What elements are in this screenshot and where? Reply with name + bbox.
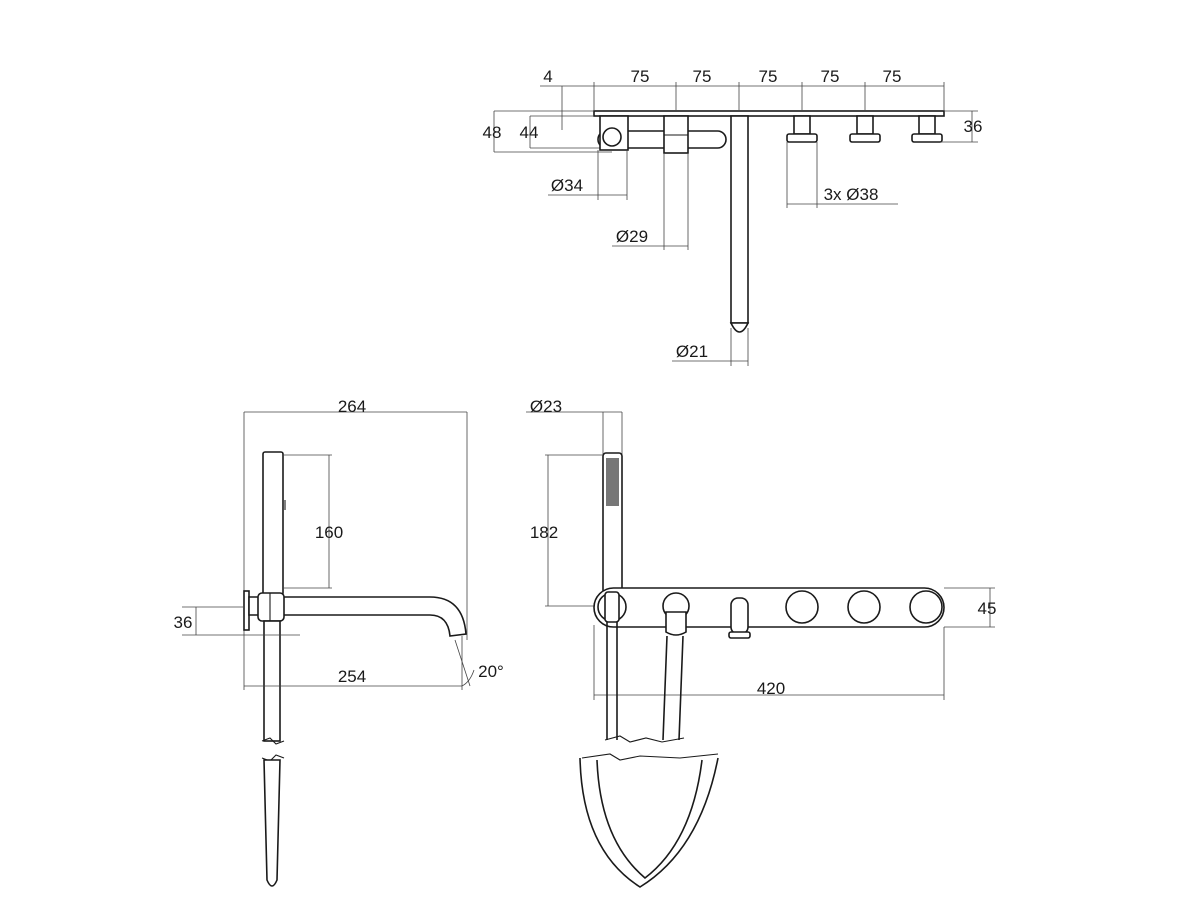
dim-spout-diameter: Ø21: [676, 342, 708, 361]
front-handle-3: [909, 590, 943, 624]
top-wall-plate: [593, 110, 945, 117]
top-view: 4 75 75 75 75 75 48 44: [483, 67, 983, 366]
front-handle-1: [785, 590, 819, 624]
front-hose-left: [606, 622, 618, 740]
dim-total-depth: 264: [338, 397, 366, 416]
side-hose-top: [263, 620, 281, 742]
side-spout: [248, 596, 467, 637]
side-hose-bottom: [263, 759, 281, 887]
top-handle-2: [849, 115, 881, 143]
side-diverter: [257, 592, 285, 622]
dim-spacing-5: 75: [883, 67, 902, 86]
front-spout: [730, 597, 749, 635]
dim-height-44: 44: [520, 123, 539, 142]
dim-spacing-3: 75: [759, 67, 778, 86]
dim-offset-4: 4: [543, 67, 552, 86]
dim-spacing-2: 75: [693, 67, 712, 86]
dim-spout-angle: 20°: [478, 662, 504, 681]
dim-handshower-length: 182: [530, 523, 558, 542]
top-handle-3: [911, 115, 943, 143]
dim-spacing-4: 75: [821, 67, 840, 86]
side-view: 264 160 36 254 20°: [174, 397, 504, 887]
dim-plate-height-front: 45: [978, 599, 997, 618]
dim-spacing-1: 75: [631, 67, 650, 86]
dim-handles-diameter: 3x Ø38: [824, 185, 879, 204]
dim-plate-width: 420: [757, 679, 785, 698]
top-spout: [730, 115, 749, 324]
front-wall-plate: [593, 587, 945, 628]
front-handle-2: [847, 590, 881, 624]
front-spray-face: [606, 458, 619, 506]
dim-handshower-height: 160: [315, 523, 343, 542]
top-diverter-circle: [602, 127, 622, 147]
dim-diverter-diameter: Ø34: [551, 176, 583, 195]
dim-height-48: 48: [483, 123, 502, 142]
top-handle-1: [786, 115, 818, 143]
dim-plate-height-side: 36: [174, 613, 193, 632]
front-hose-loop: [579, 757, 719, 888]
side-handshower: [262, 451, 284, 596]
front-hose-right: [662, 635, 684, 741]
dim-handshower-diameter: Ø23: [530, 397, 562, 416]
front-view: Ø23 182 45 420: [526, 397, 997, 888]
dim-height-36-top: 36: [964, 117, 983, 136]
dim-spout-reach: 254: [338, 667, 366, 686]
dim-mixer-diameter: Ø29: [616, 227, 648, 246]
top-handshower-bar: [597, 130, 727, 149]
